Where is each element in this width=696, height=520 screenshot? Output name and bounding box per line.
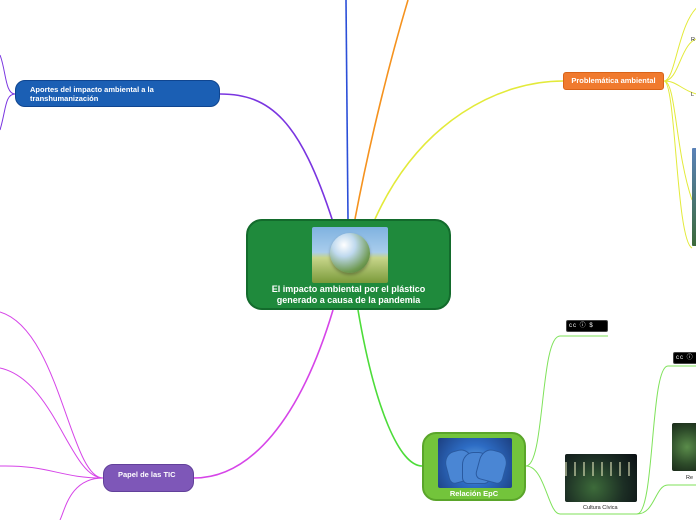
cultura-civica-photo[interactable] bbox=[565, 454, 637, 502]
central-topic-title: El impacto ambiental por el plástico gen… bbox=[271, 284, 426, 305]
cc-license-badge-right: cc ⓘ bbox=[673, 352, 696, 364]
topic-aportes[interactable]: Aportes del impacto ambiental a la trans… bbox=[15, 80, 220, 107]
link-relacion-branches bbox=[525, 335, 696, 515]
link-papel bbox=[193, 309, 334, 479]
problematica-photo[interactable] bbox=[692, 148, 696, 246]
link-relacion bbox=[357, 309, 423, 467]
cultura-civica-label: Cultura Cívica bbox=[583, 505, 618, 511]
link-aportes-left bbox=[0, 54, 16, 131]
link-top-orange bbox=[354, 0, 409, 220]
topic-papel-tic[interactable]: Papel de las TIC bbox=[103, 464, 194, 492]
link-top-blue bbox=[345, 0, 349, 220]
central-topic-node[interactable]: El impacto ambiental por el plástico gen… bbox=[246, 219, 451, 310]
problematica-subtopic-r: R bbox=[691, 37, 695, 43]
link-problematica bbox=[374, 80, 564, 220]
problematica-subtopic-l: L bbox=[691, 92, 695, 98]
cc-license-badge: cc ⓘ $ bbox=[566, 320, 608, 332]
link-problematica-branches bbox=[663, 8, 696, 249]
link-aportes bbox=[219, 93, 334, 223]
relacion-epc-label: Relación EpC bbox=[449, 489, 499, 498]
right-edge-label-re: Re bbox=[686, 475, 694, 481]
topic-relacion-epc[interactable]: Relación EpC bbox=[422, 432, 526, 501]
link-papel-branches bbox=[0, 311, 104, 520]
topic-problematica-ambiental[interactable]: Problemática ambiental bbox=[563, 72, 664, 90]
crystal-ball-image bbox=[312, 227, 388, 283]
painted-hands-globe-image bbox=[438, 438, 512, 488]
right-edge-photo[interactable] bbox=[672, 423, 696, 471]
